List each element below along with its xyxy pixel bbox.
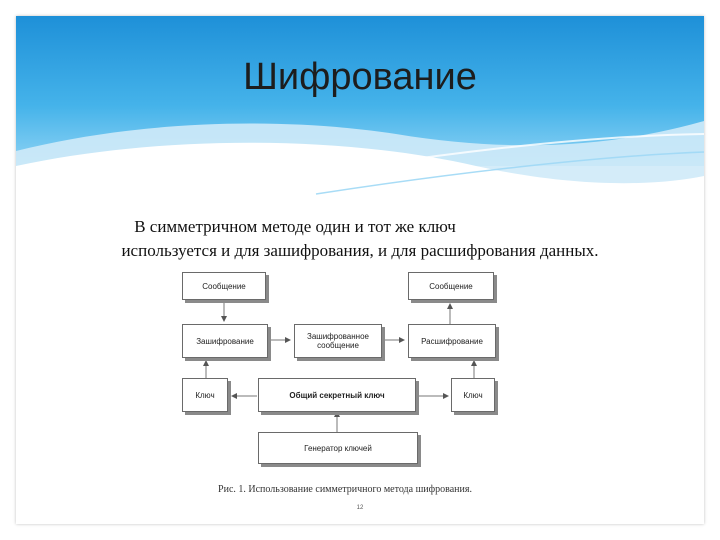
box-key-right: Ключ (451, 378, 495, 412)
box-encrypted-message: Зашифрованное сообщение (294, 324, 382, 358)
box-message-left: Сообщение (182, 272, 266, 300)
box-key-generator: Генератор ключей (258, 432, 418, 464)
header-wave-background (16, 16, 704, 201)
box-shared-secret-key: Общий секретный ключ (258, 378, 416, 412)
box-decryption: Расшифрование (408, 324, 496, 358)
box-key-left: Ключ (182, 378, 228, 412)
figure-caption: Рис. 1. Использование симметричного мето… (218, 484, 472, 495)
page-number: 12 (356, 505, 364, 511)
box-message-right: Сообщение (408, 272, 494, 300)
body-text-line-2: используется и для зашифрования, и для р… (121, 241, 599, 260)
box-encryption: Зашифрование (182, 324, 268, 358)
body-text-line-1: В симметричном методе один и тот же ключ (134, 217, 456, 236)
slide-title: Шифрование (243, 56, 477, 98)
